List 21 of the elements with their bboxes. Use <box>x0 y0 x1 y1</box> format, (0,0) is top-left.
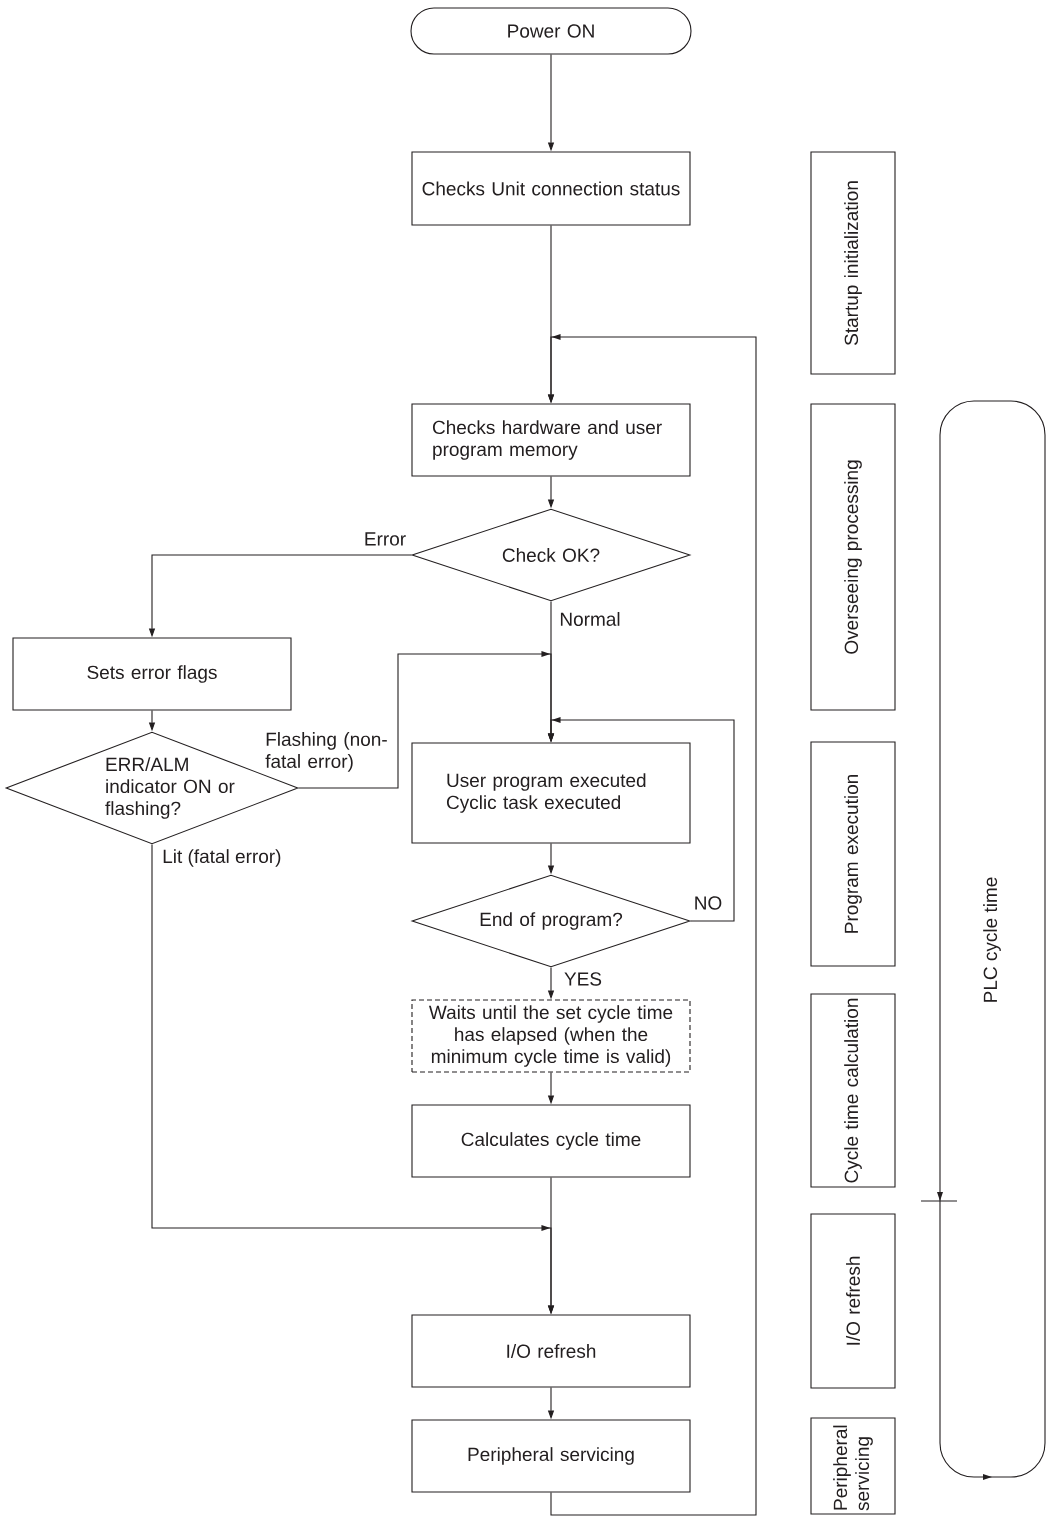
phase-box: Peripheral servicing <box>810 1417 896 1515</box>
phase-box: Startup initialization <box>810 151 896 375</box>
edge-label: Flashing (non-fatal error) <box>265 732 387 772</box>
process-box: Checks hardware and user program memory <box>411 403 691 477</box>
process-box: I/O refresh <box>411 1314 691 1388</box>
edge-label: NO <box>695 896 722 910</box>
phase-box: I/O refresh <box>810 1213 896 1389</box>
phase-box: Overseeing processing <box>810 403 896 711</box>
phase-box: Cycle time calculation <box>810 993 896 1188</box>
terminal-box: Power ON <box>410 7 692 55</box>
process-box: Checks Unit connection status <box>411 151 691 226</box>
edge-label: Normal <box>560 612 620 626</box>
phase-box: Program execution <box>810 741 896 967</box>
process-box: Calculates cycle time <box>411 1104 691 1178</box>
edge-label: Lit (fatal error) <box>163 849 281 867</box>
edge-label: Error <box>365 532 406 546</box>
process-box: Peripheral servicing <box>411 1419 691 1493</box>
edge-label: YES <box>564 972 602 986</box>
process-box: Sets error flags <box>12 637 292 711</box>
process-box: User program executed Cyclic task executed <box>411 742 691 844</box>
dashed-process-box: Waits until the set cycle time has elapsed (when the minimum cycle time is valid) <box>411 999 691 1073</box>
